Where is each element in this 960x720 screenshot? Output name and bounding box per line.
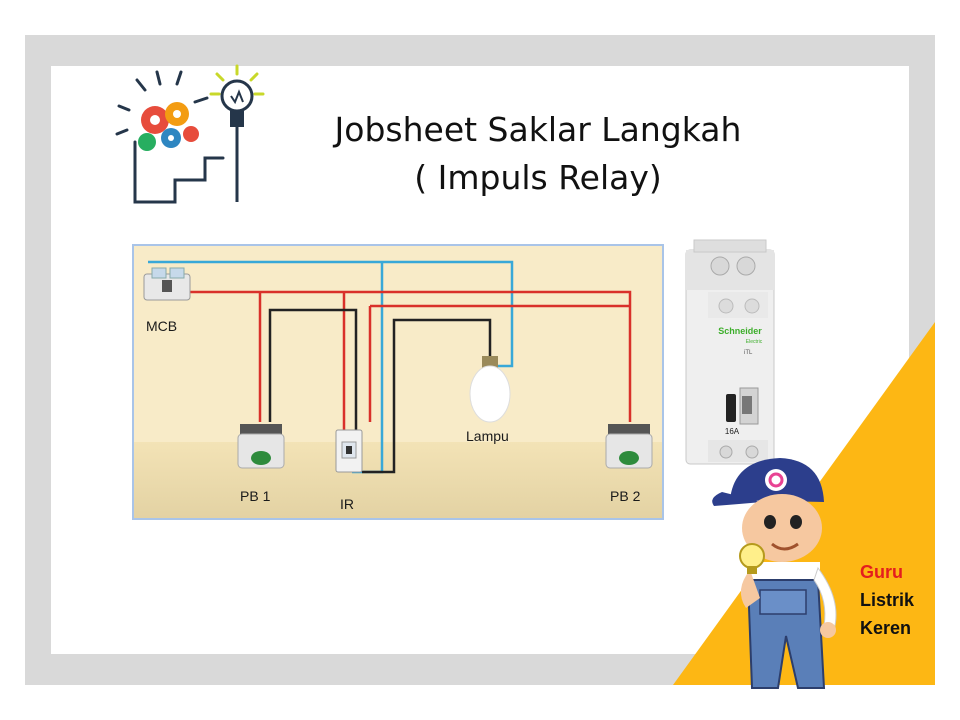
brand-line-1: Guru bbox=[860, 562, 903, 582]
label-pb1: PB 1 bbox=[240, 488, 271, 504]
floor-shade bbox=[134, 442, 662, 518]
lamp-bulb-icon bbox=[469, 356, 511, 423]
pushbutton-2-icon bbox=[605, 424, 653, 469]
slide-title: Jobsheet Saklar Langkah ( Impuls Relay) bbox=[268, 106, 808, 202]
title-line-2: ( Impuls Relay) bbox=[414, 158, 662, 197]
mcb-breaker-icon bbox=[143, 267, 191, 301]
impulse-relay-icon bbox=[335, 429, 363, 473]
electrician-mascot-image bbox=[712, 458, 837, 689]
pushbutton-1-icon bbox=[237, 424, 285, 469]
label-mcb: MCB bbox=[146, 318, 178, 334]
label-lamp: Lampu bbox=[466, 428, 509, 444]
relay-brand-sub: Electric bbox=[746, 339, 763, 345]
phase-wires bbox=[190, 290, 632, 430]
brand-text: Guru Listrik Keren bbox=[860, 558, 914, 642]
brand-line-2: Listrik bbox=[860, 590, 915, 610]
wiring-diagram: MCB Lampu PB 1 IR PB 2 bbox=[132, 244, 664, 520]
relay-brand: Schneider bbox=[718, 326, 762, 336]
neutral-wires bbox=[148, 260, 514, 474]
relay-model: iTL bbox=[744, 350, 753, 356]
wiring-svg bbox=[134, 260, 662, 518]
impulse-relay-product-image: Schneider Electric iTL 16A bbox=[685, 239, 775, 465]
brain-idea-logo-icon bbox=[115, 64, 265, 204]
brand-line-3: Keren bbox=[860, 618, 912, 638]
control-wires bbox=[268, 308, 492, 474]
title-line-1: Jobsheet Saklar Langkah bbox=[334, 110, 742, 149]
label-pb2: PB 2 bbox=[610, 488, 641, 504]
relay-rating: 16A bbox=[725, 427, 740, 436]
label-ir: IR bbox=[340, 496, 354, 512]
